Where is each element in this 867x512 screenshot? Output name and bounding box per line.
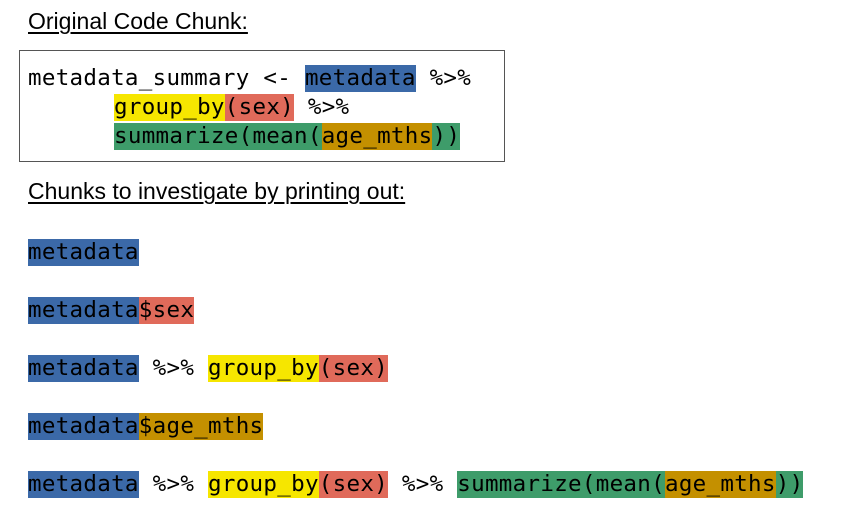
pipe-operator: %>% <box>138 355 209 381</box>
metadata-token: metadata <box>304 65 416 92</box>
original-code-line-3: summarize(mean(age_mths)) <box>114 121 461 151</box>
chunk-5: metadata %>% group_by(sex) %>% summarize… <box>28 469 804 499</box>
code-assign: metadata_summary <- <box>28 65 305 91</box>
sex-token: (sex) <box>318 355 389 382</box>
group-by-token: group_by <box>114 94 225 121</box>
chunk-2: metadata$sex <box>28 295 195 325</box>
age-mths-token: $age_mths <box>138 413 264 440</box>
original-code-heading: Original Code Chunk: <box>28 8 248 34</box>
pipe-operator: %>% <box>388 471 458 497</box>
sex-token: $sex <box>138 297 195 324</box>
chunk-1: metadata <box>28 237 139 267</box>
metadata-token: metadata <box>28 239 139 266</box>
summarize-token: summarize(mean( <box>457 471 665 498</box>
group-by-token: group_by <box>208 355 319 382</box>
summarize-close-token: )) <box>775 471 804 498</box>
pipe-operator: %>% <box>415 65 472 91</box>
group-by-token: group_by <box>208 471 319 498</box>
sex-token: (sex) <box>224 94 295 121</box>
metadata-token: metadata <box>28 413 139 440</box>
metadata-token: metadata <box>28 297 139 324</box>
pipe-operator: %>% <box>294 94 350 120</box>
pipe-operator: %>% <box>138 471 209 497</box>
original-code-line-1: metadata_summary <- metadata %>% <box>28 63 471 93</box>
sex-token: (sex) <box>318 471 389 498</box>
chunk-3: metadata %>% group_by(sex) <box>28 353 389 383</box>
chunk-4: metadata$age_mths <box>28 411 264 441</box>
summarize-close-token: )) <box>432 123 461 150</box>
investigate-heading: Chunks to investigate by printing out: <box>28 178 406 204</box>
summarize-token: summarize(mean( <box>114 123 322 150</box>
metadata-token: metadata <box>28 355 139 382</box>
metadata-token: metadata <box>28 471 139 498</box>
original-code-line-2: group_by(sex) %>% <box>114 92 349 122</box>
original-code-box <box>19 50 505 162</box>
age-mths-token: age_mths <box>321 123 433 150</box>
age-mths-token: age_mths <box>664 471 776 498</box>
